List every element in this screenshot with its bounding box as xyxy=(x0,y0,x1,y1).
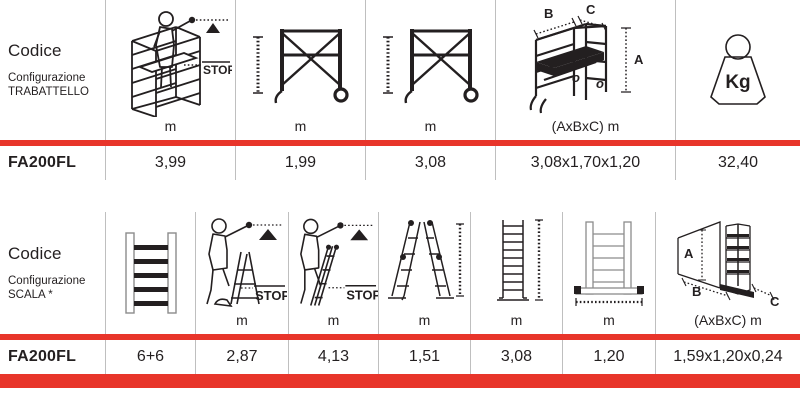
code-heading: Codice xyxy=(8,41,62,60)
column-header-extended-height: m xyxy=(470,212,562,334)
unit-label: m xyxy=(510,312,523,328)
column-header-extension-ladder-reach: STOP m xyxy=(288,212,378,334)
dim-label-b: B xyxy=(544,6,553,21)
value-cell: 3,08x1,70x1,20 xyxy=(495,146,675,180)
row-label-header: Codice Configurazione SCALA * xyxy=(0,212,105,334)
product-code-cell: FA200FL xyxy=(8,348,77,365)
unit-label: m xyxy=(294,118,307,134)
dim-label-a: A xyxy=(634,52,644,67)
code-heading: Codice xyxy=(8,244,62,263)
scaffold-person-reach-icon: STOP xyxy=(106,0,235,118)
ladder-stabilizer-width-icon xyxy=(563,208,655,312)
stop-label-text: STOP xyxy=(346,288,378,303)
scaffold-3d-dimensions-icon: B C xyxy=(496,0,675,118)
svg-text:o: o xyxy=(596,76,604,91)
stop-label-text: STOP xyxy=(255,288,287,303)
header-row: Codice Configurazione TRABATTELLO xyxy=(0,0,800,140)
value-cell: 2,87 xyxy=(195,340,288,374)
dim-label-c: C xyxy=(586,2,596,17)
column-header-frame-width: m xyxy=(365,0,495,140)
column-header-frame-height: m xyxy=(235,0,365,140)
value-cell: 6+6 xyxy=(105,340,195,374)
value-cell: 1,99 xyxy=(235,146,365,180)
value-cell: 1,51 xyxy=(378,340,470,374)
accent-rule-top xyxy=(0,334,800,340)
stop-label-text: STOP xyxy=(203,63,232,77)
dim-label-c: C xyxy=(770,294,780,309)
value-row: FA200FL 6+6 2,87 4,13 1,51 3,08 1,20 1,5… xyxy=(0,340,800,374)
scaffold-frame-width-icon xyxy=(366,0,495,118)
column-header-stabilizer-width: m xyxy=(562,212,655,334)
unit-label: m xyxy=(164,118,177,134)
ladder-extended-icon xyxy=(471,208,562,312)
unit-label: (AxBxC) m xyxy=(551,118,620,134)
column-header-folded-dimensions: A B C xyxy=(655,212,800,334)
column-header-stepladder-reach: STOP m xyxy=(195,212,288,334)
value-cell: 3,99 xyxy=(105,146,235,180)
configuration-label: Configurazione SCALA * xyxy=(8,275,86,301)
accent-rule-top xyxy=(0,140,800,146)
unit-label: m xyxy=(327,312,340,328)
value-cell: 1,59x1,20x0,24 xyxy=(655,340,800,374)
dim-label-a: A xyxy=(684,246,694,261)
ladder-steps-icon xyxy=(106,212,195,329)
person-stepladder-stop-icon: STOP xyxy=(196,208,288,312)
row-label-header: Codice Configurazione TRABATTELLO xyxy=(0,0,105,140)
column-header-weight: Kg xyxy=(675,0,800,140)
value-cell: 32,40 xyxy=(675,146,800,180)
weight-kg-icon: Kg xyxy=(676,0,800,135)
value-cell: 4,13 xyxy=(288,340,378,374)
spec-table-trabattello: Codice Configurazione TRABATTELLO xyxy=(0,0,800,180)
ladder-a-frame-icon xyxy=(379,208,470,312)
product-code-cell: FA200FL xyxy=(8,154,77,171)
header-row: Codice Configurazione SCALA * xyxy=(0,212,800,334)
person-extension-ladder-stop-icon: STOP xyxy=(289,208,378,312)
unit-label: m xyxy=(424,118,437,134)
value-row: FA200FL 3,99 1,99 3,08 3,08x1,70x1,20 32… xyxy=(0,146,800,180)
column-header-step-count xyxy=(105,212,195,334)
accent-rule-bottom xyxy=(0,374,800,388)
value-cell: 3,08 xyxy=(365,146,495,180)
weight-unit-text: Kg xyxy=(725,72,750,93)
unit-label: m xyxy=(236,312,248,328)
configuration-label: Configurazione TRABATTELLO xyxy=(8,72,89,98)
unit-label: m xyxy=(418,312,431,328)
value-cell: 1,20 xyxy=(562,340,655,374)
value-cell: 3,08 xyxy=(470,340,562,374)
column-header-overall-dimensions: B C xyxy=(495,0,675,140)
unit-label: (AxBxC) m xyxy=(694,312,762,328)
column-header-scaffold-reach: STOP m xyxy=(105,0,235,140)
spec-table-scala: Codice Configurazione SCALA * xyxy=(0,212,800,388)
ladder-folded-dimensions-icon: A B C xyxy=(656,208,800,312)
dim-label-b: B xyxy=(692,284,701,299)
unit-label: m xyxy=(603,312,615,328)
scaffold-frame-height-icon xyxy=(236,0,365,118)
svg-text:o: o xyxy=(572,70,580,85)
column-header-aframe-height: m xyxy=(378,212,470,334)
